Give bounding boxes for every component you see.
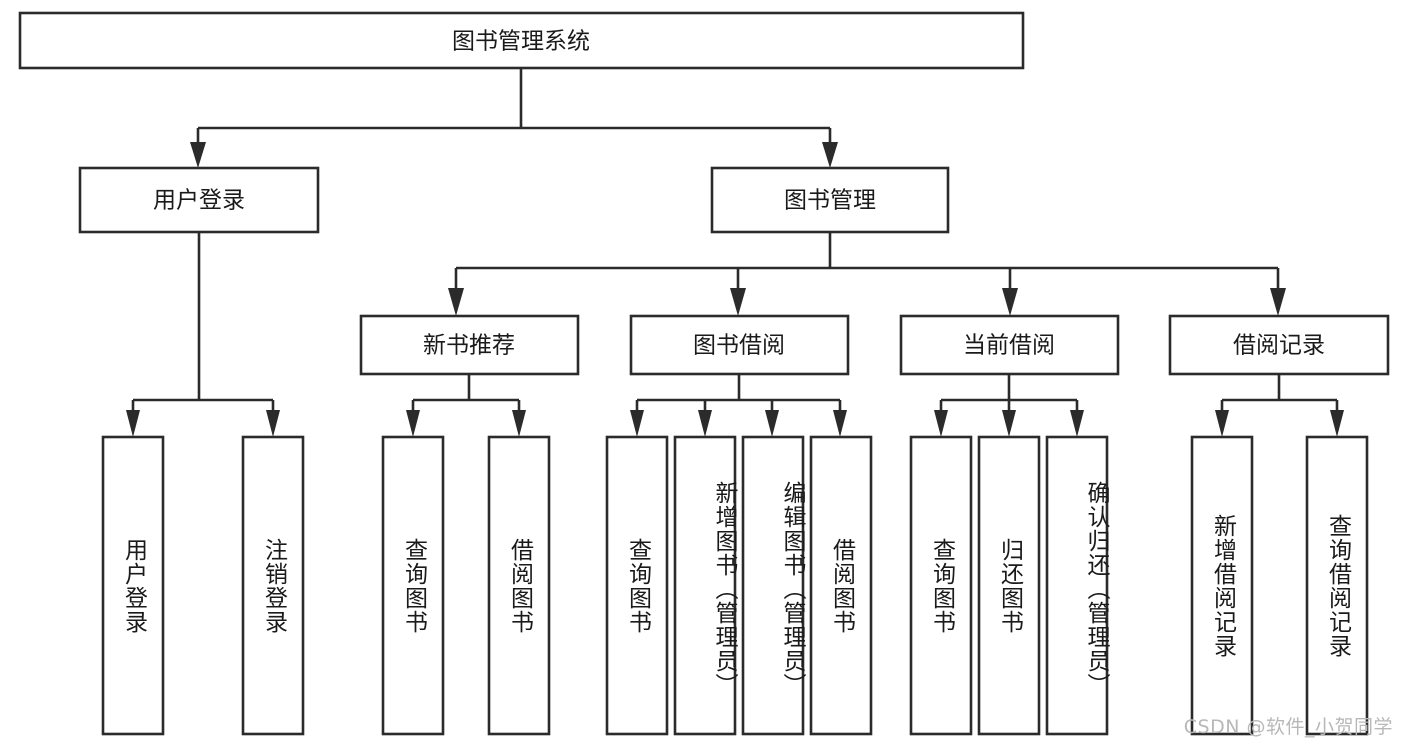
arrowhead-leaf-edit-book: [765, 410, 779, 437]
leaf-add-book-box[interactable]: [673, 435, 737, 736]
leaf-return-book-label: 归还图书: [996, 537, 1023, 634]
leaf-confirm-return-label: 确认归还（管理员）: [1083, 480, 1109, 697]
leaf-add-record[interactable]: 新增借阅记录: [1190, 435, 1254, 736]
node-new-book-recommend[interactable]: 新书推荐: [359, 314, 580, 376]
leaf-user-login-box[interactable]: [101, 435, 165, 736]
leaf-user-logout[interactable]: 注销登录: [241, 435, 305, 736]
arrowhead-book-management: [822, 142, 838, 168]
leaf-query-record-box[interactable]: [1305, 435, 1369, 736]
leaf-add-record-box[interactable]: [1190, 435, 1254, 736]
leaf-borrow-book-2-label: 借阅图书: [828, 537, 855, 634]
edges-root-to-level2: [190, 68, 838, 168]
leaf-user-login[interactable]: 用户登录: [101, 435, 165, 736]
node-current-borrow[interactable]: 当前借阅: [899, 314, 1120, 376]
node-root-box[interactable]: [18, 11, 1025, 70]
arrowhead-leaf-query-record: [1330, 410, 1344, 437]
arrowhead-leaf-user-logout: [266, 410, 280, 437]
leaf-query-book-2-label: 查询图书: [624, 537, 651, 634]
edges-userlogin-to-leaves: [126, 232, 280, 437]
leaf-edit-book-box[interactable]: [741, 435, 805, 736]
arrowhead-new-book-recommend: [448, 288, 464, 316]
arrowhead-leaf-add-book: [698, 410, 712, 437]
leaf-return-book[interactable]: 归还图书: [977, 435, 1041, 736]
arrowhead-leaf-user-login: [126, 410, 140, 437]
arrowhead-leaf-query-book-2: [630, 410, 644, 437]
node-new-book-recommend-box[interactable]: [359, 314, 580, 376]
arrowhead-leaf-borrow-book-2: [833, 410, 847, 437]
arrowhead-leaf-confirm-return: [1070, 410, 1084, 437]
leaf-borrow-book-1-label: 借阅图书: [506, 537, 533, 634]
node-new-book-recommend-label: 新书推荐: [423, 333, 515, 359]
node-user-login[interactable]: 用户登录: [78, 166, 320, 234]
node-book-borrow-label: 图书借阅: [693, 333, 785, 359]
leaf-user-login-label: 用户登录: [120, 537, 147, 634]
node-root-label: 图书管理系统: [452, 29, 590, 55]
node-user-login-box[interactable]: [78, 166, 320, 234]
arrowhead-leaf-query-book-1: [406, 410, 420, 437]
node-root[interactable]: 图书管理系统: [18, 11, 1025, 70]
leaf-query-record[interactable]: 查询借阅记录: [1305, 435, 1369, 736]
leaf-query-record-label: 查询借阅记录: [1324, 513, 1351, 658]
leaf-add-record-label: 新增借阅记录: [1209, 513, 1236, 658]
leaf-query-book-3-label: 查询图书: [928, 537, 955, 634]
leaf-query-book-2[interactable]: 查询图书: [605, 435, 669, 736]
node-current-borrow-label: 当前借阅: [963, 333, 1055, 359]
node-borrow-record-box[interactable]: [1168, 314, 1390, 376]
leaf-borrow-book-1[interactable]: 借阅图书: [487, 435, 551, 736]
node-book-borrow[interactable]: 图书借阅: [629, 314, 850, 376]
leaf-confirm-return[interactable]: 确认归还（管理员）: [1045, 435, 1109, 736]
edges-borrowrecord-to-leaves: [1215, 374, 1344, 437]
edges-currentborrow-to-leaves: [934, 374, 1084, 437]
leaf-user-logout-box[interactable]: [241, 435, 305, 736]
leaf-borrow-book-1-box[interactable]: [487, 435, 551, 736]
edges-bookborrow-to-leaves: [630, 374, 847, 437]
leaf-borrow-book-2-box[interactable]: [809, 435, 873, 736]
leaf-add-book[interactable]: 新增图书（管理员）: [673, 435, 737, 736]
arrowhead-borrow-record: [1270, 288, 1286, 316]
arrowhead-leaf-query-book-3: [934, 410, 948, 437]
arrowhead-book-borrow: [730, 288, 746, 316]
leaf-user-logout-label: 注销登录: [260, 537, 287, 634]
leaf-add-book-label: 新增图书（管理员）: [711, 480, 737, 697]
node-book-management-box[interactable]: [710, 166, 950, 234]
leaf-edit-book-label: 编辑图书（管理员）: [779, 480, 805, 697]
leaf-query-book-2-box[interactable]: [605, 435, 669, 736]
leaf-confirm-return-box[interactable]: [1045, 435, 1109, 736]
arrowhead-current-borrow: [1002, 288, 1018, 316]
arrowhead-leaf-return-book: [1002, 410, 1016, 437]
edges-bookmanagement-to-level3: [448, 232, 1286, 316]
node-book-borrow-box[interactable]: [629, 314, 850, 376]
leaf-borrow-book-2[interactable]: 借阅图书: [809, 435, 873, 736]
edges-newbook-to-leaves: [406, 374, 526, 437]
leaf-return-book-box[interactable]: [977, 435, 1041, 736]
leaf-query-book-3-box[interactable]: [909, 435, 973, 736]
node-book-management[interactable]: 图书管理: [710, 166, 950, 234]
node-book-management-label: 图书管理: [784, 188, 876, 214]
leaf-edit-book[interactable]: 编辑图书（管理员）: [741, 435, 805, 736]
node-user-login-label: 用户登录: [153, 188, 245, 214]
arrowhead-leaf-borrow-book-1: [512, 410, 526, 437]
node-current-borrow-box[interactable]: [899, 314, 1120, 376]
arrowhead-leaf-add-record: [1215, 410, 1229, 437]
leaf-query-book-1-label: 查询图书: [400, 537, 427, 634]
node-borrow-record[interactable]: 借阅记录: [1168, 314, 1390, 376]
node-borrow-record-label: 借阅记录: [1233, 333, 1325, 359]
leaf-query-book-1-box[interactable]: [381, 435, 445, 736]
leaf-query-book-1[interactable]: 查询图书: [381, 435, 445, 736]
leaf-query-book-3[interactable]: 查询图书: [909, 435, 973, 736]
arrowhead-user-login: [190, 142, 206, 168]
